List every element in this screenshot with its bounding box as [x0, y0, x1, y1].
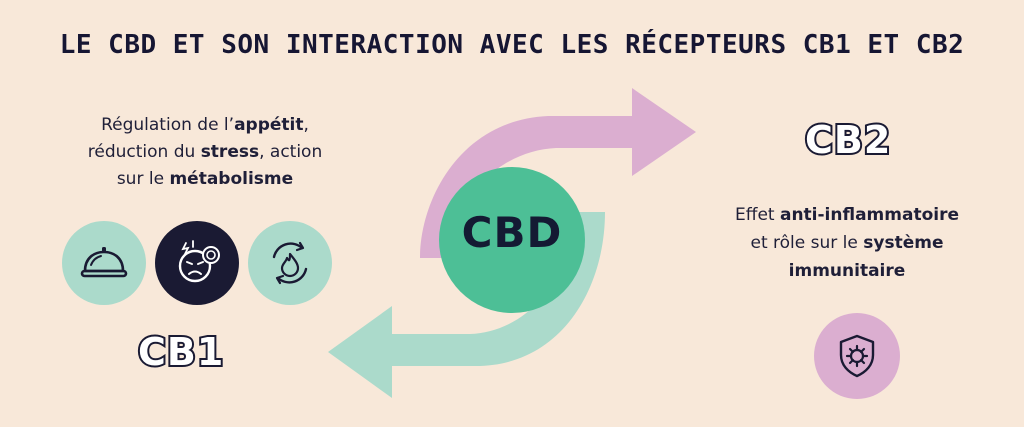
stress-face-icon [155, 221, 239, 305]
arrow-to-cb1 [328, 212, 605, 398]
page-title: LE CBD ET SON INTERACTION AVEC LES RÉCEP… [59, 30, 965, 60]
arrow-to-cb2 [420, 88, 696, 258]
cb2-desc-line-3: immunitaire [788, 261, 906, 281]
cb2-desc-line-2: et rôle sur le système [750, 233, 944, 253]
cb2-description: Effet anti-inflammatoire et rôle sur le … [682, 201, 1012, 285]
cbd-label: CBD [461, 208, 563, 257]
cb1-desc-line-2: réduction du stress, action [87, 142, 323, 162]
cb1-desc-line-3: sur le métabolisme [116, 169, 294, 189]
cb1-description: Régulation de l’appétit, réduction du st… [40, 112, 370, 193]
cb2-desc-line-1: Effet anti-inflammatoire [734, 205, 959, 225]
cb2-label: CB2 [803, 116, 892, 164]
virus-shield-icon [814, 313, 900, 399]
cb1-label: CB1 [136, 328, 225, 376]
cb1-desc-line-1: Régulation de l’appétit, [101, 115, 309, 135]
cbd-circle [439, 167, 585, 313]
cloche-icon [62, 221, 146, 305]
metabolism-cycle-icon [248, 221, 332, 305]
